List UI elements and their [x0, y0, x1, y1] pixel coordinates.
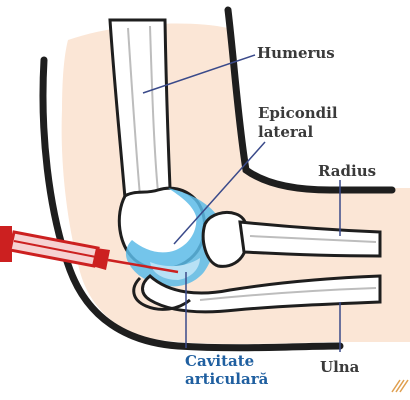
leader-lines — [142, 54, 341, 352]
leader-epicondil — [173, 141, 266, 245]
syringe-plunger-end — [0, 226, 12, 262]
arm-outline-lower — [39, 56, 344, 352]
radius-inner-line — [249, 235, 377, 243]
leader-humerus — [142, 54, 256, 94]
arm-outline-upper — [224, 6, 396, 194]
humerus-inner-line — [127, 27, 141, 197]
humerus-inner-line-2 — [149, 25, 159, 193]
label-radius: Radius — [318, 162, 376, 180]
ulna-inner-line — [199, 287, 377, 301]
label-cavitate-line2: articulară — [185, 370, 269, 388]
syringe-needle — [107, 258, 179, 274]
label-cavitate-line1: Cavitate — [185, 352, 254, 370]
syringe-barrel-line — [13, 240, 97, 258]
label-ulna: Ulna — [320, 358, 360, 376]
label-epicondil-line1: Epicondil — [258, 104, 338, 122]
watermark-stripes-icon — [391, 379, 409, 393]
ulna-bone — [132, 274, 382, 314]
label-epicondil-line2: lateral — [258, 123, 314, 141]
joint-cavity-highlight — [150, 258, 200, 280]
syringe-icon — [0, 226, 179, 274]
label-humerus: Humerus — [257, 44, 335, 62]
syringe-hub — [92, 248, 110, 270]
radius-bone — [201, 210, 382, 268]
ulna-olecranon — [132, 276, 191, 311]
